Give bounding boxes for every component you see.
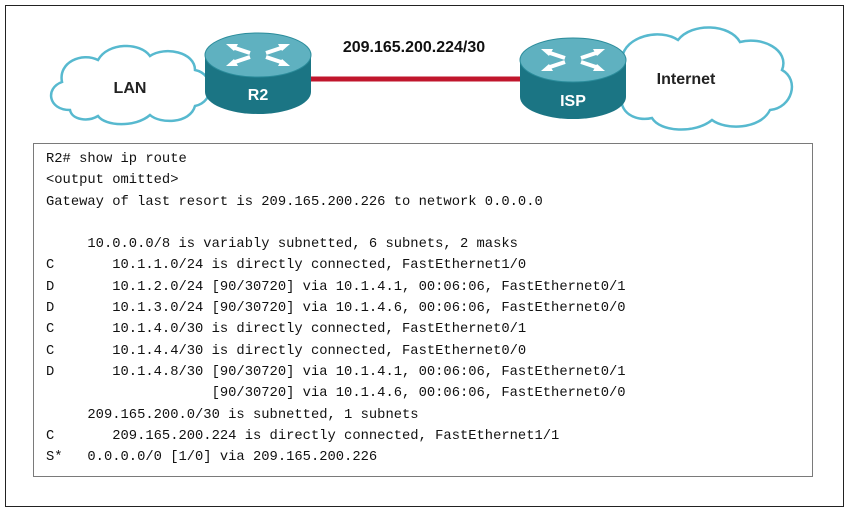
- r2-router-icon: [204, 32, 312, 114]
- cli-line: R2# show ip route: [46, 152, 187, 167]
- cli-line: C 10.1.1.0/24 is directly connected, Fas…: [46, 258, 527, 274]
- cli-line: C 10.1.4.4/30 is directly connected, Fas…: [46, 343, 527, 359]
- network-topology: LAN Internet 209.165.200.224/30 R2: [50, 26, 794, 131]
- cli-line: Gateway of last resort is 209.165.200.22…: [46, 194, 543, 210]
- cli-line: D 10.1.4.8/30 [90/30720] via 10.1.4.1, 0…: [46, 364, 626, 380]
- wan-network-label: 209.165.200.224/30: [343, 39, 485, 56]
- cli-line: [90/30720] via 10.1.4.6, 00:06:06, FastE…: [46, 386, 626, 402]
- r2-label: R2: [248, 87, 269, 104]
- cli-line: <output omitted>: [46, 173, 179, 189]
- cli-line: S* 0.0.0.0/0 [1/0] via 209.165.200.226: [46, 450, 378, 466]
- internet-cloud-icon: [604, 26, 794, 131]
- lan-label: LAN: [114, 80, 147, 97]
- cli-output-text: R2# show ip route <output omitted> Gatew…: [46, 149, 812, 468]
- internet-label: Internet: [657, 71, 716, 88]
- isp-router-icon: [519, 37, 627, 119]
- cli-line: C 209.165.200.224 is directly connected,…: [46, 428, 560, 444]
- cli-line: 209.165.200.0/30 is subnetted, 1 subnets: [46, 407, 419, 423]
- isp-label: ISP: [560, 93, 586, 110]
- cli-line: 10.0.0.0/8 is variably subnetted, 6 subn…: [46, 237, 518, 253]
- cli-line: D 10.1.3.0/24 [90/30720] via 10.1.4.6, 0…: [46, 301, 626, 317]
- cli-line: C 10.1.4.0/30 is directly connected, Fas…: [46, 322, 527, 338]
- lan-cloud-icon: [50, 44, 212, 126]
- cli-output-panel: R2# show ip route <output omitted> Gatew…: [33, 143, 813, 477]
- cli-line: D 10.1.2.0/24 [90/30720] via 10.1.4.1, 0…: [46, 279, 626, 295]
